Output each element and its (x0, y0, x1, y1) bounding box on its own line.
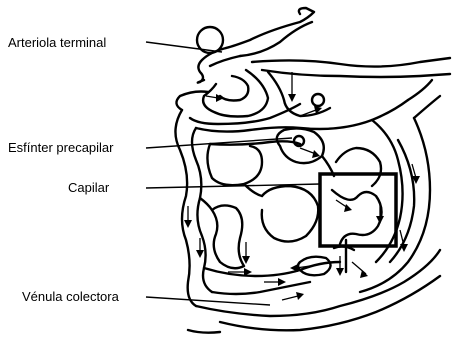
leader-venula (146, 297, 270, 305)
label-esfinter-precapilar: Esfínter precapilar (8, 140, 114, 155)
capillary-network (175, 80, 440, 333)
terminal-arteriole (198, 8, 450, 83)
leader-arteriola (146, 42, 222, 52)
label-arteriola-terminal: Arteriola terminal (8, 35, 106, 50)
small-sphincter-icon (312, 94, 324, 106)
arteriole-bulge (197, 27, 223, 53)
label-capilar: Capilar (68, 180, 110, 195)
boxed-capillary (332, 190, 382, 244)
upper-capillary-loop (176, 70, 330, 124)
label-venula-colectora: Vénula colectora (22, 289, 120, 304)
